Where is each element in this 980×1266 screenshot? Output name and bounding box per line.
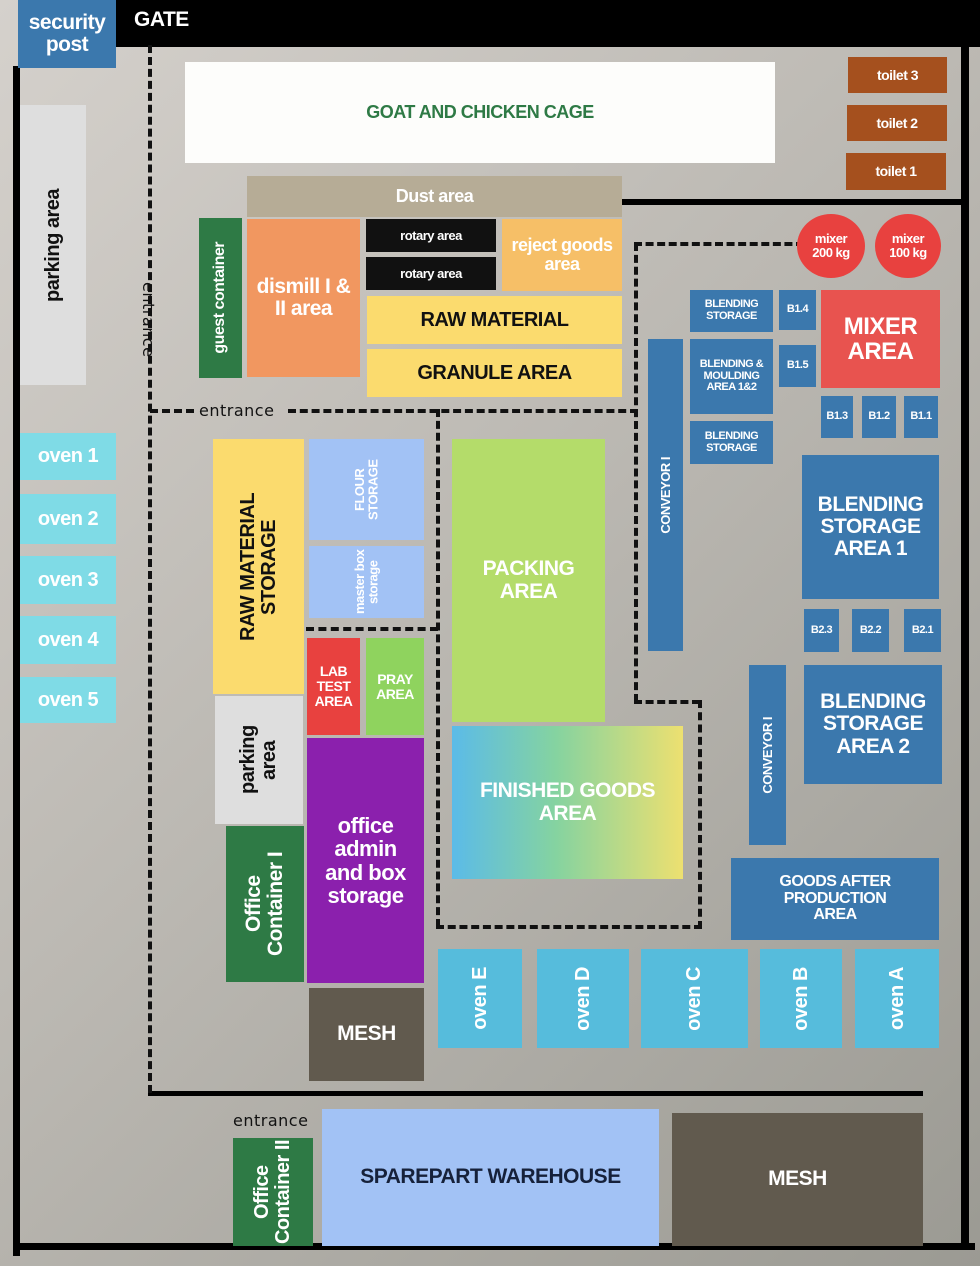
- mixer-100kg: mixer 100 kg: [875, 214, 941, 278]
- b1-2: B1.2: [862, 396, 896, 438]
- dash-storage-divider: [306, 627, 438, 631]
- left-wall: [13, 66, 20, 1256]
- blending-storage-area-2: BLENDING STORAGE AREA 2: [804, 665, 942, 784]
- packing-area: PACKING AREA: [452, 439, 605, 722]
- parking-area-center-label: parking area: [237, 725, 280, 795]
- blending-storage-top: BLENDING STORAGE: [690, 290, 773, 332]
- dash-right-zone: [634, 243, 638, 702]
- mixer-200kg: mixer 200 kg: [797, 214, 865, 278]
- oven-b-label: oven B: [789, 966, 812, 1031]
- dash-right-top: [634, 242, 804, 246]
- office-container-2-label: Office Container II: [251, 1139, 294, 1244]
- b1-3: B1.3: [821, 396, 853, 438]
- parking-area-left-label: parking area: [41, 188, 64, 302]
- dust-area: Dust area: [247, 176, 622, 217]
- oven-a-label: oven A: [885, 967, 908, 1030]
- right-wall: [961, 40, 969, 1250]
- dash-center-right: [698, 700, 702, 929]
- dash-entrance-line-left: [150, 409, 194, 413]
- conveyor-2: CONVEYOR I: [749, 665, 786, 845]
- toilet-3: toilet 3: [848, 57, 947, 93]
- toilet-2: toilet 2: [847, 105, 947, 141]
- oven-c-label: oven C: [683, 966, 705, 1031]
- master-box-storage: master box storage: [309, 546, 424, 618]
- oven-b: oven B: [760, 949, 842, 1048]
- oven-2: oven 2: [20, 494, 116, 544]
- entrance-label-vertical: entrance: [139, 282, 158, 358]
- office-admin-box-storage: office admin and box storage: [307, 738, 424, 983]
- oven-d: oven D: [537, 949, 629, 1048]
- oven-e-label: oven E: [468, 967, 491, 1030]
- raw-material-storage: RAW MATERIAL STORAGE: [213, 439, 304, 694]
- oven-c: oven C: [641, 949, 748, 1048]
- mesh-center: MESH: [309, 988, 424, 1081]
- oven-1: oven 1: [20, 433, 116, 480]
- guest-container: guest container: [199, 218, 242, 378]
- rotary-area-1: rotary area: [366, 219, 496, 252]
- granule-area: GRANULE AREA: [367, 349, 622, 397]
- top-wall: [116, 0, 980, 47]
- parking-area-left: parking area: [20, 105, 86, 385]
- raw-material-storage-label: RAW MATERIAL STORAGE: [236, 492, 280, 641]
- entrance-label-horizontal: entrance: [199, 401, 275, 420]
- gate-label: GATE: [134, 7, 189, 31]
- oven-e: oven E: [438, 949, 522, 1048]
- flour-storage: FLOUR STORAGE: [309, 439, 424, 540]
- dash-left-zone: [148, 45, 152, 1093]
- blending-moulding-area: BLENDING & MOULDING AREA 1&2: [690, 339, 773, 414]
- dash-entrance-line-right: [288, 409, 638, 413]
- office-container-1: Office Container I: [226, 826, 304, 982]
- security-post: security post: [18, 0, 116, 68]
- pray-area: PRAY AREA: [366, 638, 424, 735]
- toilet-1: toilet 1: [846, 153, 946, 190]
- oven-3: oven 3: [20, 556, 116, 604]
- lab-test-area: LAB TEST AREA: [307, 638, 360, 735]
- conveyor-1: CONVEYOR I: [648, 339, 683, 651]
- raw-material: RAW MATERIAL: [367, 296, 622, 344]
- b2-3: B2.3: [804, 609, 839, 652]
- b1-5: B1.5: [779, 345, 816, 387]
- master-box-storage-label: master box storage: [351, 549, 381, 615]
- dash-center-bottom: [436, 925, 702, 929]
- b2-2: B2.2: [852, 609, 889, 652]
- office-container-1-label: Office Container I: [241, 851, 287, 957]
- blending-storage-area-1: BLENDING STORAGE AREA 1: [802, 455, 939, 599]
- guest-container-label: guest container: [211, 242, 229, 354]
- office-container-2: Office Container II: [233, 1138, 313, 1246]
- b2-1: B2.1: [904, 609, 941, 652]
- parking-area-center: parking area: [215, 696, 303, 824]
- inner-wall-bottom: [148, 1091, 923, 1096]
- flour-storage-label: FLOUR STORAGE: [351, 459, 381, 520]
- sparepart-warehouse: SPAREPART WAREHOUSE: [322, 1109, 659, 1246]
- entrance-label-bottom: entrance: [233, 1111, 309, 1130]
- rotary-area-2: rotary area: [366, 257, 496, 290]
- finished-goods-area: FINISHED GOODS AREA: [452, 726, 683, 879]
- dismill-area: dismill I & II area: [247, 219, 360, 377]
- bottom-wall: [13, 1243, 975, 1250]
- oven-a: oven A: [855, 949, 939, 1048]
- reject-goods-area: reject goods area: [502, 219, 622, 291]
- conveyor-2-label: CONVEYOR I: [759, 716, 775, 794]
- oven-d-label: oven D: [571, 966, 594, 1031]
- b1-4: B1.4: [779, 290, 816, 330]
- blending-storage-mid: BLENDING STORAGE: [690, 421, 773, 464]
- conveyor-1-label: CONVEYOR I: [657, 456, 673, 534]
- dash-center-zone: [436, 409, 440, 927]
- dash-conveyor-return: [634, 700, 700, 704]
- mesh-bottom: MESH: [672, 1113, 923, 1246]
- mixer-area: MIXER AREA: [821, 290, 940, 388]
- oven-5: oven 5: [20, 677, 116, 723]
- oven-4: oven 4: [20, 616, 116, 664]
- goat-chicken-cage: GOAT AND CHICKEN CAGE: [185, 62, 775, 163]
- inner-wall-top: [622, 199, 967, 205]
- goods-after-production-area: GOODS AFTER PRODUCTION AREA: [731, 858, 939, 940]
- b1-1: B1.1: [904, 396, 938, 438]
